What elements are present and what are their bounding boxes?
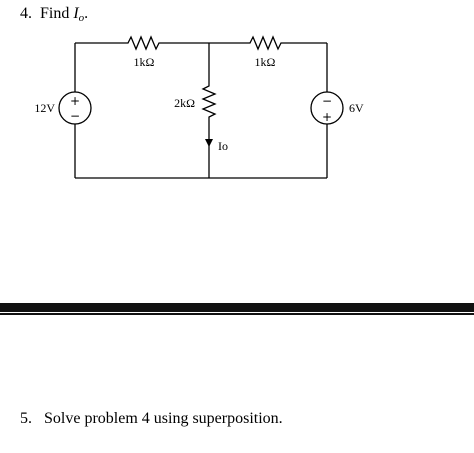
left-voltage-source xyxy=(58,91,92,125)
right-source-label: 6V xyxy=(349,101,364,115)
right-source-minus: − xyxy=(322,94,332,108)
problem-4-number: 4. xyxy=(20,5,32,22)
resistor-3-label: 2kΩ xyxy=(174,96,195,110)
left-source-label: 12V xyxy=(34,101,55,115)
divider-thin xyxy=(0,313,474,315)
current-label: Io xyxy=(218,139,228,153)
left-source-plus: + xyxy=(70,94,80,108)
right-voltage-source xyxy=(310,91,344,125)
middle-resistor-branch xyxy=(201,43,217,178)
resistor-1-label: 1kΩ xyxy=(134,55,155,69)
problem-4-subscript: o xyxy=(78,12,85,24)
left-source-minus: − xyxy=(70,109,80,123)
divider-thick xyxy=(0,303,474,312)
current-arrow-icon xyxy=(205,139,213,147)
right-source-plus: + xyxy=(322,110,332,124)
problem-4-text: Find xyxy=(40,5,70,22)
problem-5-number: 5. xyxy=(20,410,32,427)
problem-5-statement: 5. Solve problem 4 using superposition. xyxy=(20,410,283,428)
circuit-diagram: + − − + 1kΩ 1kΩ 2kΩ 12V 6V Io xyxy=(34,35,364,179)
problem-4-statement: 4. Find Io. xyxy=(20,5,88,24)
problem-4-variable: I xyxy=(73,5,79,22)
resistor-2-label: 1kΩ xyxy=(255,55,276,69)
top-wire xyxy=(75,35,327,51)
problem-5-text: Solve problem 4 using superposition. xyxy=(44,410,283,427)
problem-4-end: . xyxy=(84,5,89,22)
